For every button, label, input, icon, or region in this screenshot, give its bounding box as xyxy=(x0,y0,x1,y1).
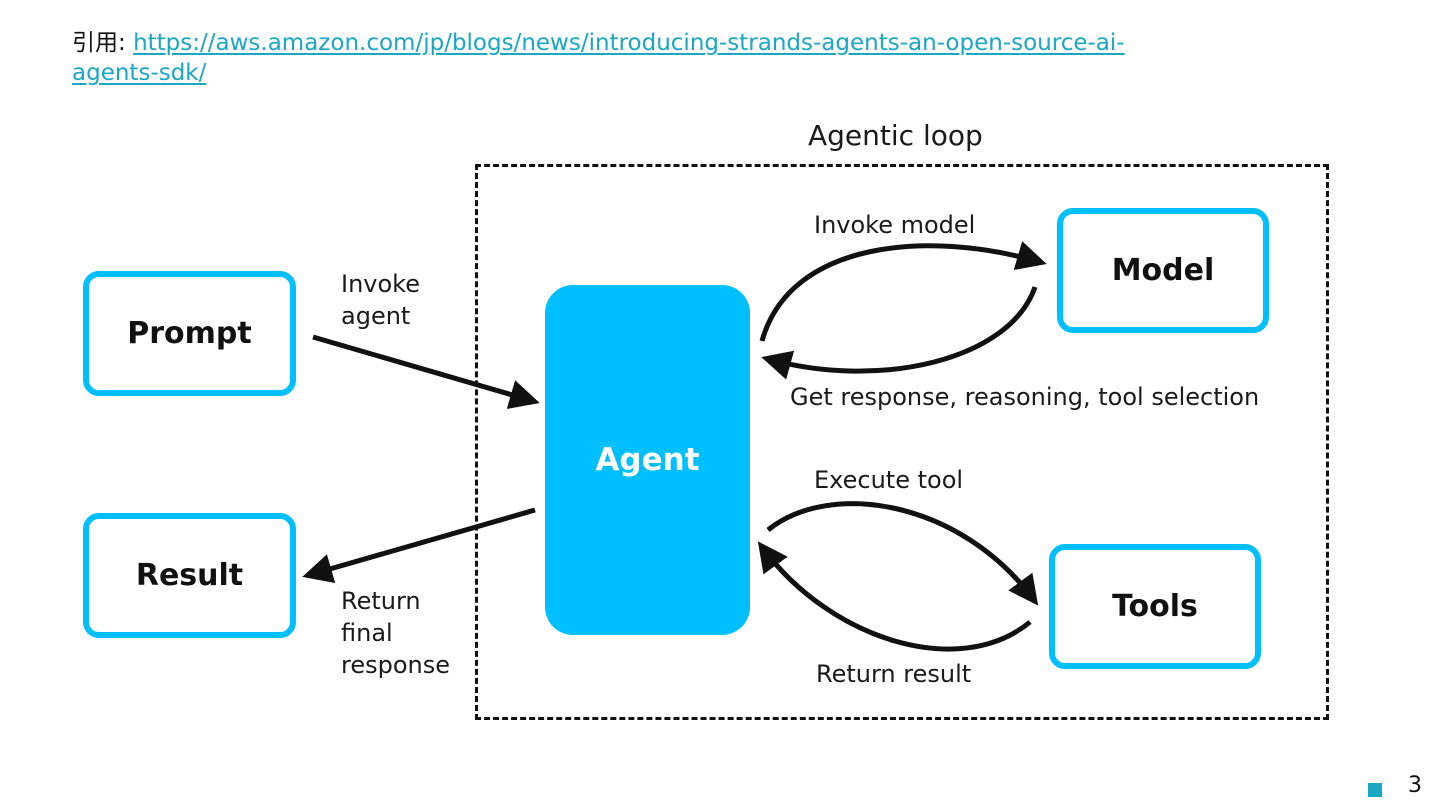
invoke-model-arrow xyxy=(759,241,1047,342)
agent-label: Agent xyxy=(595,442,700,478)
page-number: 3 xyxy=(1408,773,1422,798)
model-label: Model xyxy=(1111,253,1215,288)
prompt-node: Prompt xyxy=(83,271,296,396)
page-marker xyxy=(1368,783,1382,797)
agentic-loop-title: Agentic loop xyxy=(808,119,983,152)
invoke-model-label: Invoke model xyxy=(814,211,976,239)
tools-label: Tools xyxy=(1112,589,1198,624)
return-final-line-2: final xyxy=(341,619,393,647)
return-final-line-3: response xyxy=(341,651,451,679)
execute-tool-label: Execute tool xyxy=(814,466,964,494)
get-response-arrow xyxy=(761,286,1038,380)
invoke-agent-line-2: agent xyxy=(341,302,411,330)
get-response-label: Get response, reasoning, tool selection xyxy=(790,383,1260,411)
result-label: Result xyxy=(135,558,244,593)
return-final-response-label: Return final response xyxy=(341,585,450,681)
model-node: Model xyxy=(1057,208,1269,333)
citation-prefix: 引用: xyxy=(72,30,134,56)
return-result-label: Return result xyxy=(816,660,972,688)
prompt-label: Prompt xyxy=(127,316,252,351)
invoke-agent-label: Invoke agent xyxy=(341,268,420,332)
return-result-arrow xyxy=(757,541,1032,652)
execute-tool-arrow xyxy=(766,501,1039,606)
return-final-response-arrow xyxy=(302,507,536,584)
agent-node: Agent xyxy=(545,285,750,635)
return-final-line-1: Return xyxy=(341,587,421,615)
invoke-agent-arrow xyxy=(312,334,540,409)
citation: 引用: https://aws.amazon.com/jp/blogs/news… xyxy=(72,28,1182,88)
result-node: Result xyxy=(83,513,296,638)
invoke-agent-line-1: Invoke xyxy=(341,270,420,298)
tools-node: Tools xyxy=(1049,544,1261,669)
citation-link[interactable]: https://aws.amazon.com/jp/blogs/news/int… xyxy=(72,30,1125,86)
agentic-loop-boundary xyxy=(475,164,1329,720)
